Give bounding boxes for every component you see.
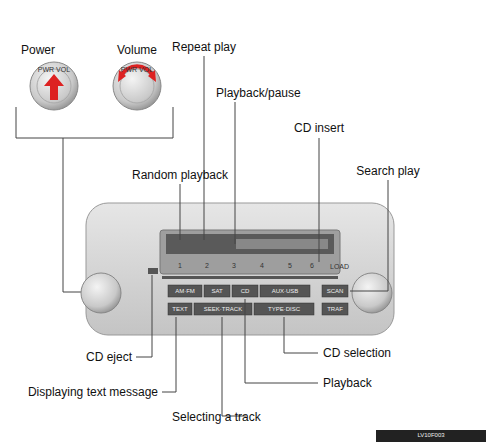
press-arrow <box>44 74 64 100</box>
callout-label: Playback/pause <box>216 86 301 100</box>
button-label: AUX·USB <box>272 288 299 295</box>
button-label: TEXT <box>172 306 187 313</box>
callout-label: Selecting a track <box>172 410 261 424</box>
left-knob <box>81 273 121 313</box>
right-knob <box>352 273 392 313</box>
button-label: SEEK·TRACK <box>204 306 242 313</box>
callout-label: CD eject <box>86 350 132 364</box>
callout-label: Power <box>21 43 55 57</box>
preset-number: 6 <box>310 262 314 270</box>
knob-label: PWR VOL <box>121 66 153 74</box>
preset-number: 5 <box>288 262 292 270</box>
volume-knob <box>113 62 161 110</box>
callout-label: CD insert <box>294 121 344 135</box>
button-label: CD <box>241 288 250 295</box>
callout-label: Volume <box>117 43 157 57</box>
button-label: LOAD <box>330 263 349 271</box>
preset-number: 1 <box>178 262 182 270</box>
callout-label: Random playback <box>132 168 228 182</box>
knob-label: PWR VOL <box>38 66 70 74</box>
preset-number: 4 <box>260 262 264 270</box>
preset-number: 2 <box>205 262 209 270</box>
button-label: TYPE·DISC <box>268 306 300 313</box>
callout-label: Displaying text message <box>28 385 158 399</box>
callout-label: Playback <box>323 376 372 390</box>
button-label: SAT <box>211 288 222 295</box>
button-label: SCAN <box>327 288 344 295</box>
button-label: AM·FM <box>175 288 195 295</box>
callout-label: CD selection <box>323 346 391 360</box>
head-unit-panel <box>86 203 394 335</box>
callout-label: Repeat play <box>172 40 236 54</box>
figure-code: LV10F003 <box>417 432 444 439</box>
preset-number: 3 <box>232 262 236 270</box>
button-label: TRAF <box>327 306 343 313</box>
callout-label: Search play <box>356 164 419 178</box>
power-knob <box>30 62 78 110</box>
turn-arrow <box>121 66 153 76</box>
leader-line <box>136 56 388 416</box>
